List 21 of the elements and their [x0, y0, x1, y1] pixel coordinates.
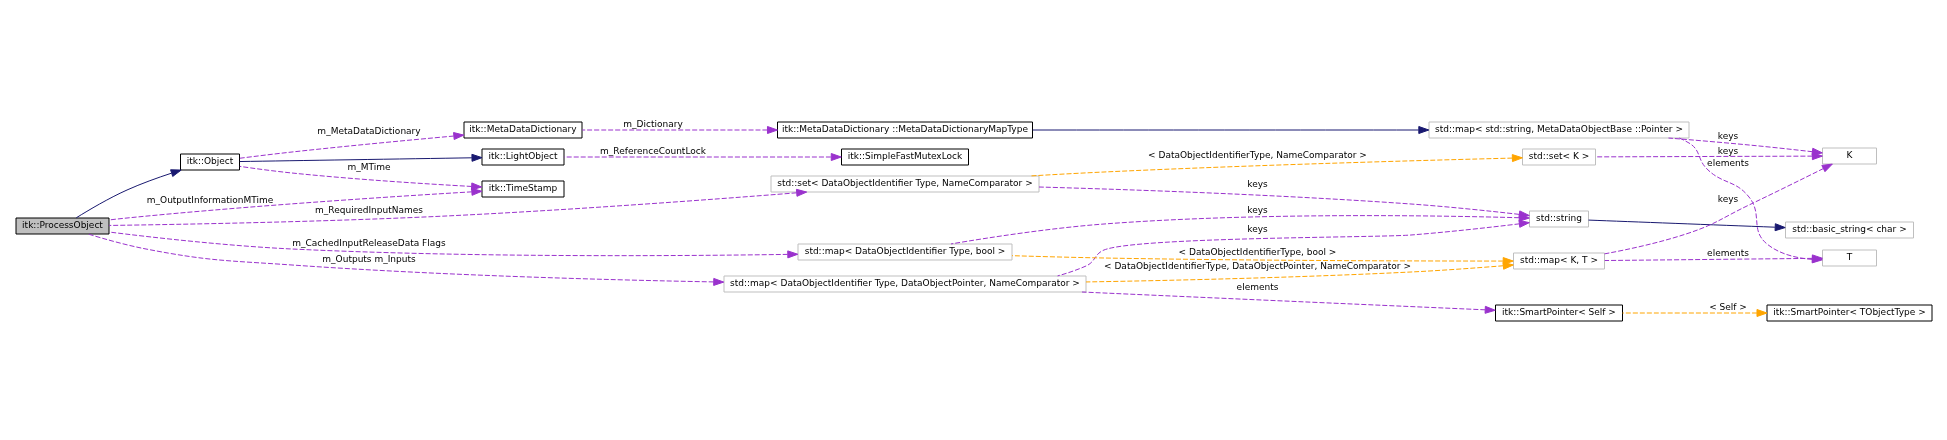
edge-label: < DataObjectIdentifierType, DataObjectPointer, NameComparator > [1103, 260, 1411, 271]
edge-label: m_OutputInformationMTime [146, 194, 273, 205]
edge-label: m_CachedInputReleaseData Flags [291, 237, 446, 248]
edge-label: elements [1236, 281, 1278, 292]
edge-label: < Self > [1708, 301, 1747, 312]
edge-label: keys [1717, 145, 1738, 156]
edge-label: elements [1706, 247, 1749, 258]
edge-label: keys [1246, 204, 1268, 215]
edge-label: m_Dictionary [622, 118, 683, 129]
edge-label: keys [1717, 193, 1738, 204]
edge-label: m_Outputs m_Inputs [321, 253, 416, 264]
edge-label: < DataObjectIdentifierType, bool > [1178, 246, 1336, 257]
edge-label: keys [1717, 130, 1738, 141]
edge-label: m_MetaDataDictionary [316, 125, 421, 136]
edge-label: keys [1246, 178, 1268, 189]
edge-label: m_MTime [346, 161, 391, 172]
edge-label: keys [1246, 223, 1268, 234]
edge-label: m_RequiredInputNames [314, 204, 423, 215]
edge-label: elements [1706, 157, 1749, 168]
edge-label: m_ReferenceCountLock [599, 145, 706, 156]
edge-label: < DataObjectIdentifierType, NameComparator > [1147, 149, 1367, 160]
